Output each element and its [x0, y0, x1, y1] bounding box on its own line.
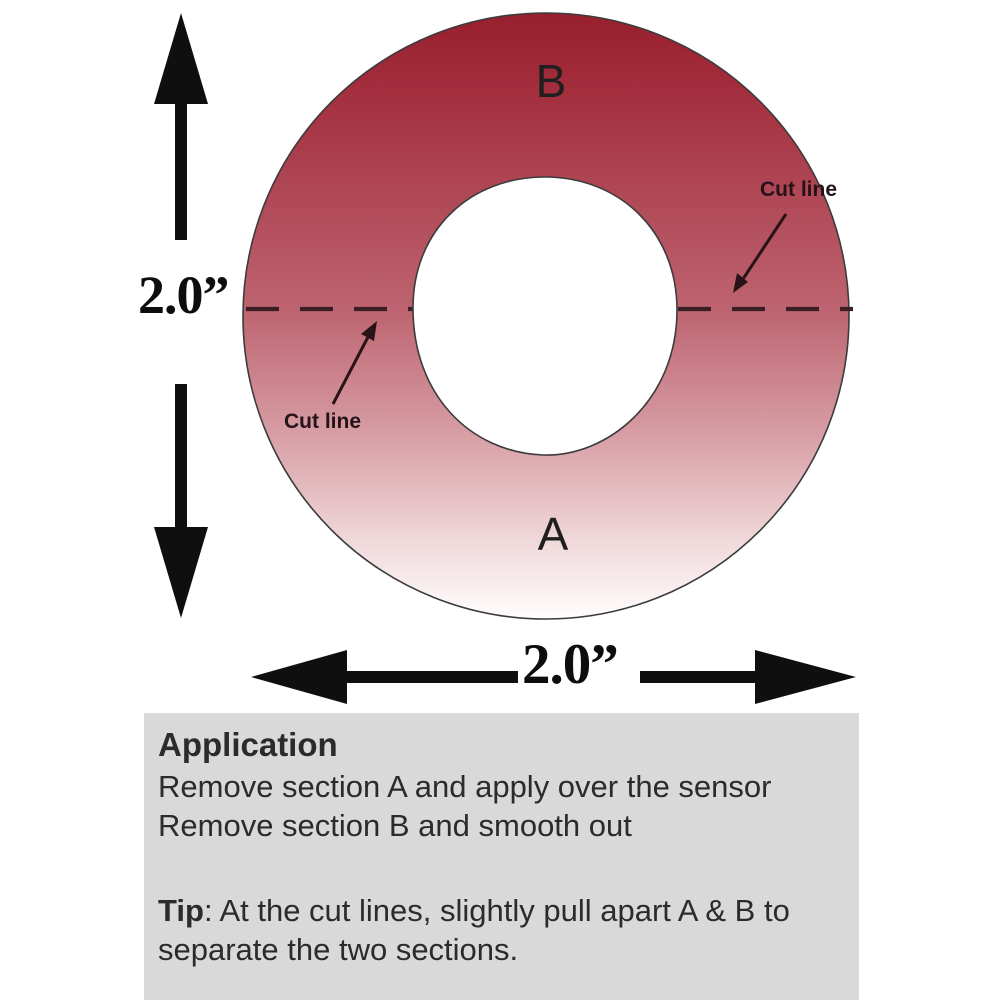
cut-line-pointer-right: [733, 213, 788, 293]
center-hole: [412, 176, 678, 456]
cut-line-label-left: Cut line: [284, 410, 361, 433]
instructions-spacer: [158, 845, 853, 891]
tip-label: Tip: [158, 893, 204, 928]
instructions-title: Application: [158, 726, 338, 763]
application-instructions-box: Application Remove section A and apply o…: [144, 713, 859, 1000]
tip-text: : At the cut lines, slightly pull apart …: [203, 893, 790, 928]
diagram-canvas: [154, 12, 856, 704]
instruction-tip-line: Tip: At the cut lines, slightly pull apa…: [158, 891, 853, 930]
width-dimension-arrow: [251, 650, 856, 704]
section-a-label: A: [537, 508, 569, 560]
instruction-line-2: Remove section B and smooth out: [158, 808, 632, 843]
section-b-label: B: [535, 55, 567, 107]
height-dimension-label: 2.0”: [138, 265, 229, 325]
cut-line-pointer-left: [331, 321, 377, 405]
width-dimension-label: 2.0”: [522, 633, 619, 696]
height-dimension-arrow: [154, 13, 208, 618]
instruction-tip-line-2: separate the two sections.: [158, 930, 853, 969]
tip-text-line-2: separate the two sections.: [158, 932, 519, 967]
instruction-line-1: Remove section A and apply over the sens…: [158, 769, 772, 804]
cut-line-label-right: Cut line: [760, 178, 837, 201]
